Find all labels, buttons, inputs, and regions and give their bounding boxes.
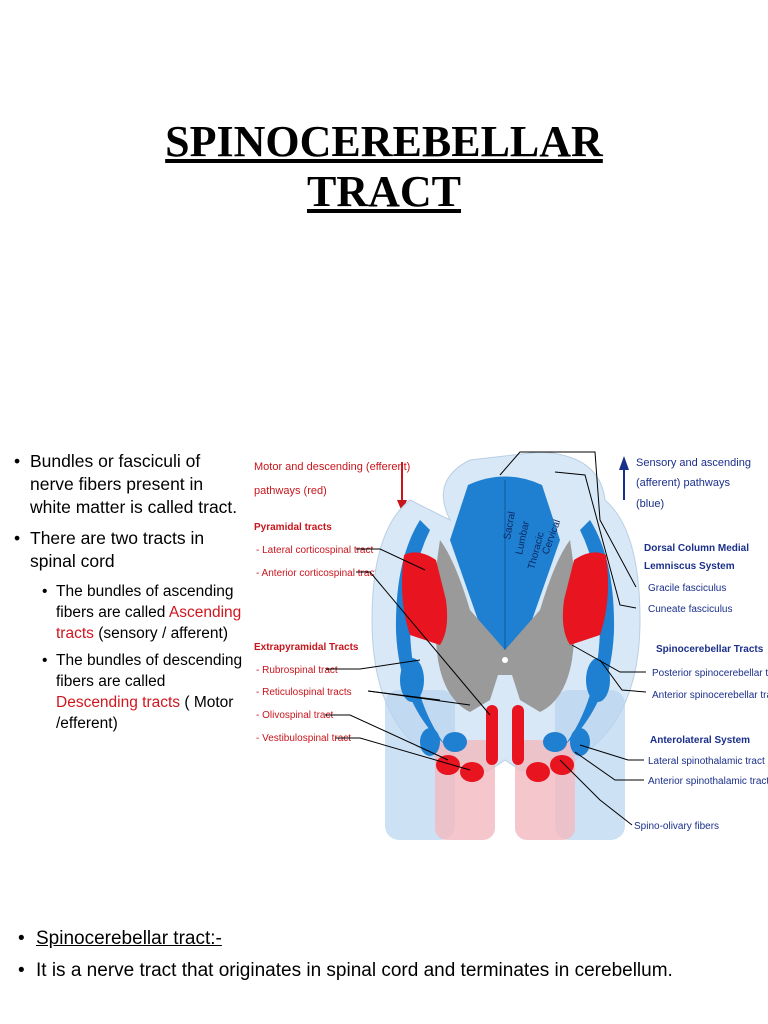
ascending-tracts-term: Ascending tracts	[56, 604, 242, 642]
segment-thoracic: Thoracic	[526, 531, 547, 571]
extrapyramidal-item-2: - Reticulospinal tracts	[256, 687, 352, 698]
bullet-spinocerebellar-definition: It is a nerve tract that originates in s…	[18, 956, 758, 986]
anterior-spinothalamic: Anterior spinothalamic tract	[648, 776, 768, 787]
extrapyramidal-heading: Extrapyramidal Tracts	[254, 642, 359, 653]
descending-text-post: ( Motor /efferent)	[56, 694, 234, 732]
red-oval-left-2	[460, 762, 484, 782]
extrapyramidal-item-4: - Vestibulospinal tract	[256, 733, 351, 744]
sensory-heading-2: (afferent) pathways	[636, 477, 730, 489]
bullet-tract-definition: Bundles or fasciculi of nerve fibers pre…	[14, 450, 244, 519]
dorsal-heading-2: Lemniscus System	[644, 561, 735, 572]
motor-heading-1: Motor and descending (efferent)	[254, 461, 410, 473]
title-line-1: SPINOCEREBELLAR	[165, 117, 603, 166]
dorsal-column	[450, 476, 560, 660]
spinocerebellar-heading: Spinocerebellar Tracts	[656, 644, 764, 655]
pyramidal-item-2: - Anterior corticospinal tract	[256, 568, 377, 579]
faded-column-left-red	[435, 740, 495, 840]
cuneate-fasciculus: Cuneate fasciculus	[648, 604, 733, 615]
motor-heading-2: pathways (red)	[254, 485, 327, 497]
down-arrow-head-icon	[397, 500, 407, 512]
up-arrow-head-icon	[619, 456, 629, 470]
gray-matter	[434, 540, 576, 712]
sub-bullet-descending: The bundles of descending fibers are cal…	[42, 650, 244, 734]
ascending-text-pre: The bundles of ascending fibers are call…	[56, 583, 234, 621]
anterior-corticospinal-left	[486, 705, 498, 765]
bullet-spinocerebellar-heading: Spinocerebellar tract:-	[18, 924, 758, 954]
central-canal	[502, 657, 508, 663]
ascending-text-post: (sensory / afferent)	[93, 625, 229, 642]
faded-column-right-red	[515, 740, 575, 840]
segment-lumbar: Lumbar	[514, 520, 532, 556]
dorsal-heading-1: Dorsal Column Medial	[644, 543, 749, 554]
segment-cervical: Cervical	[540, 518, 563, 556]
sub-bullet-ascending: The bundles of ascending fibers are call…	[42, 581, 244, 644]
lateral-corticospinal-right	[562, 552, 608, 645]
title-line-2: TRACT	[306, 167, 462, 216]
bullet-two-tracts: There are two tracts in spinal cord	[14, 527, 244, 573]
pyramidal-item-1: - Lateral corticospinal tract	[256, 545, 373, 556]
white-matter-outline	[371, 451, 641, 773]
anterior-spinocerebellar: Anterior spinocerebellar tract	[652, 690, 768, 701]
sensory-heading-1: Sensory and ascending	[636, 457, 751, 469]
tract-oval-right-3	[543, 732, 567, 752]
lateral-spinothalamic: Lateral spinothalamic tract	[648, 756, 765, 767]
anterior-corticospinal-right	[512, 705, 524, 765]
gracile-fasciculus: Gracile fasciculus	[648, 583, 726, 594]
tract-oval-left-2	[420, 728, 440, 756]
faded-column-left-outer	[385, 690, 455, 840]
right-blue-rim	[565, 520, 615, 745]
pyramidal-heading: Pyramidal tracts	[254, 522, 332, 533]
red-oval-right-1	[526, 762, 550, 782]
left-blue-rim	[395, 520, 445, 745]
posterior-spinocerebellar: Posterior spinocerebellar trac	[652, 668, 768, 679]
sensory-heading-3: (blue)	[636, 498, 664, 510]
tract-oval-right-2	[570, 728, 590, 756]
tract-oval-left-1	[400, 658, 424, 702]
extrapyramidal-item-1: - Rubrospinal tract	[256, 665, 338, 676]
lateral-corticospinal-left	[402, 552, 448, 645]
descending-text-pre: The bundles of descending fibers are cal…	[56, 652, 243, 690]
bullet-list: Bundles or fasciculi of nerve fibers pre…	[14, 450, 244, 740]
faded-column-right-outer	[555, 690, 625, 840]
tract-oval-left-3	[443, 732, 467, 752]
red-oval-left-1	[436, 755, 460, 775]
spinocerebellar-heading-text: Spinocerebellar tract:-	[36, 928, 222, 949]
anterolateral-heading: Anterolateral System	[650, 735, 750, 746]
bottom-bullets: Spinocerebellar tract:- It is a nerve tr…	[18, 924, 758, 988]
extrapyramidal-item-3: - Olivospinal tract	[256, 710, 333, 721]
tract-oval-right-1	[586, 658, 610, 702]
descending-tracts-term: Descending tracts	[56, 694, 181, 711]
segment-sacral: Sacral	[502, 511, 518, 541]
red-oval-right-2	[550, 755, 574, 775]
spino-olivary-fibers: Spino-olivary fibers	[634, 821, 719, 832]
